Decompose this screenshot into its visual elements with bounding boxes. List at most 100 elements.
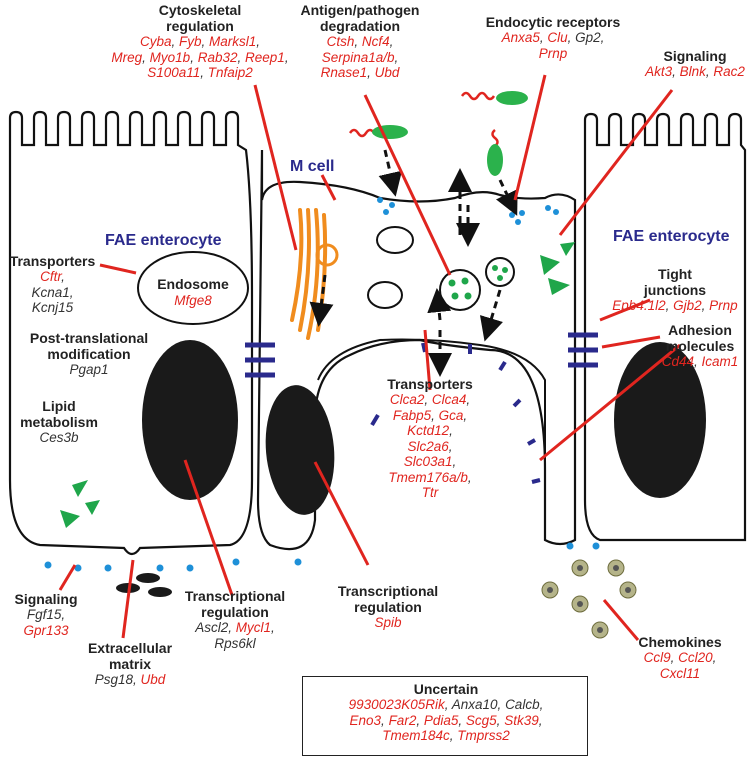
basal-receptor-dots <box>44 542 600 572</box>
uncertain-gene-row: 9930023K05Rik, Anxa10, Calcb, <box>348 697 544 713</box>
extracellular-matrix-fibers <box>116 573 172 597</box>
gene-name: Clca2 <box>389 392 425 408</box>
m-cell-nucleus <box>265 385 335 515</box>
tight-junctions-gene-row: Epb4.1l2, Gjb2, Prnp <box>612 298 738 314</box>
gene-name: Anxa5 <box>501 30 540 46</box>
gene-name: Clu <box>547 30 568 46</box>
adhesion-title: Adhesion <box>668 322 732 338</box>
gene-name: Tmem184c <box>382 728 450 744</box>
transcriptional-left-title: regulation <box>201 604 269 621</box>
tight-junctions-left <box>245 342 275 378</box>
gene-name: Rnase1 <box>320 65 368 81</box>
gene-name: Eno3 <box>349 712 382 728</box>
pointer-lines <box>58 74 681 641</box>
transporters-center-gene-row: Kctd12, <box>407 423 453 439</box>
gene-name: Ccl20 <box>678 650 713 666</box>
adhesion-gene-row: Cd44, Icam1 <box>661 354 739 370</box>
chemokines-gene-row: Ccl9, Ccl20, <box>643 650 717 666</box>
gene-name: Prnp <box>709 298 738 314</box>
gene-name: Gjb2 <box>673 298 702 314</box>
transcriptional-left-gene-row: Ascl2, Mycl1, <box>195 620 275 636</box>
gene-name: Rab32 <box>197 49 238 65</box>
gene-name: Myo1b <box>149 49 191 65</box>
gene-name: Ubd <box>140 672 166 688</box>
signaling-bottom-title: Signaling <box>14 591 78 607</box>
cytoskeletal-title: regulation <box>166 18 234 35</box>
vesicles <box>367 226 515 311</box>
fae-enterocyte-left-label: FAE enterocyte <box>105 232 222 249</box>
extracellular-title: matrix <box>108 656 152 673</box>
cytoskeletal-gene-row: Cyba, Fyb, Marksl1, <box>139 34 261 50</box>
transcriptional-m-title: regulation <box>354 599 422 616</box>
chemokines-title: Chemokines <box>638 634 722 650</box>
left-enterocyte-nucleus <box>142 340 238 500</box>
post-translational-title: Post-translational <box>29 330 149 346</box>
transporters-left-gene-row: Kcnj15 <box>5 300 100 316</box>
gene-name: Prnp <box>538 45 568 61</box>
uncertain-gene-row: Tmem184c, Tmprss2 <box>382 728 510 744</box>
gene-name: Rps6kl <box>214 635 256 651</box>
uncertain-gene-row: Eno3, Far2, Pdia5, Scg5, Stk39, <box>349 712 543 728</box>
gene-name: Rac2 <box>713 64 745 80</box>
gene-name: Spib <box>374 615 402 631</box>
gene-name: Ttr <box>421 485 439 501</box>
antigen-title: Antigen/pathogen <box>300 2 420 18</box>
gene-name: Gca <box>438 407 464 423</box>
m-cell-pocket <box>317 338 546 470</box>
gene-name: S100a11 <box>147 65 201 81</box>
gene-name: Mreg <box>111 49 143 65</box>
fae-enterocyte-right-label: FAE enterocyte <box>613 228 730 245</box>
transporters-center-gene-row: Slc2a6, <box>407 438 453 454</box>
tight-junctions-title: Tight <box>658 266 692 282</box>
endosome-gene: Mfge8 <box>174 293 212 308</box>
uncertain-title: Uncertain <box>413 681 479 697</box>
gene-name: Far2 <box>388 712 417 728</box>
gene-name: Gpr133 <box>23 622 69 638</box>
gene-name: Slc2a6 <box>407 438 449 454</box>
cytoskeletal-gene-row: S100a11, Tnfaip2 <box>147 65 253 81</box>
gene-name: Fabp5 <box>392 407 432 423</box>
endocytic-gene-row: Prnp <box>478 46 628 62</box>
gene-name: Kctd12 <box>407 423 450 439</box>
extracellular-title: Extracellular <box>87 640 173 656</box>
gene-name: Clca4 <box>431 392 467 408</box>
transcriptional-m-title: Transcriptional <box>337 583 439 599</box>
transporters-center-gene-row: Tmem176a/b, <box>388 469 472 485</box>
signaling-top-title: Signaling <box>663 48 727 64</box>
chemokines-gene-row: Cxcl11 <box>620 666 740 682</box>
gene-name: Fgf15 <box>26 607 62 623</box>
gene-name: Cyba <box>139 34 172 50</box>
endocytic-title: Endocytic receptors <box>485 14 621 30</box>
gene-name: Slc03a1 <box>403 454 453 470</box>
endosome-label: Endosome <box>157 276 229 292</box>
lipid-title: Lipid <box>42 398 76 414</box>
extracellular-gene-row: Psg18, Ubd <box>94 672 166 688</box>
gene-name: Anxa10 <box>451 697 498 713</box>
gene-name: Stk39 <box>504 712 539 728</box>
transporters-left-gene-row: Kcna1, <box>31 284 74 300</box>
gene-name: Ascl2 <box>195 620 229 636</box>
transporters-center-title: Transporters <box>387 376 473 392</box>
signaling-bottom-gene-row: Fgf15, <box>26 607 66 623</box>
gene-name: Gp2 <box>575 30 601 46</box>
gene-name: Ccl9 <box>643 650 671 666</box>
transporters-center-gene-row: Clca2, Clca4, <box>389 392 471 408</box>
gene-name: Ces3b <box>39 430 79 446</box>
gene-name: Icam1 <box>701 354 739 370</box>
adhesion-markers <box>370 342 541 484</box>
gene-name: Kcnj15 <box>31 300 74 316</box>
gene-name: Scg5 <box>465 712 497 728</box>
tight-junctions-title: junctions <box>643 282 707 299</box>
endocytic-gene-row: Anxa5, Clu, Gp2, <box>501 30 605 46</box>
gene-name: Kcna1 <box>31 284 70 300</box>
lipid-gene-row: Ces3b <box>14 430 104 446</box>
